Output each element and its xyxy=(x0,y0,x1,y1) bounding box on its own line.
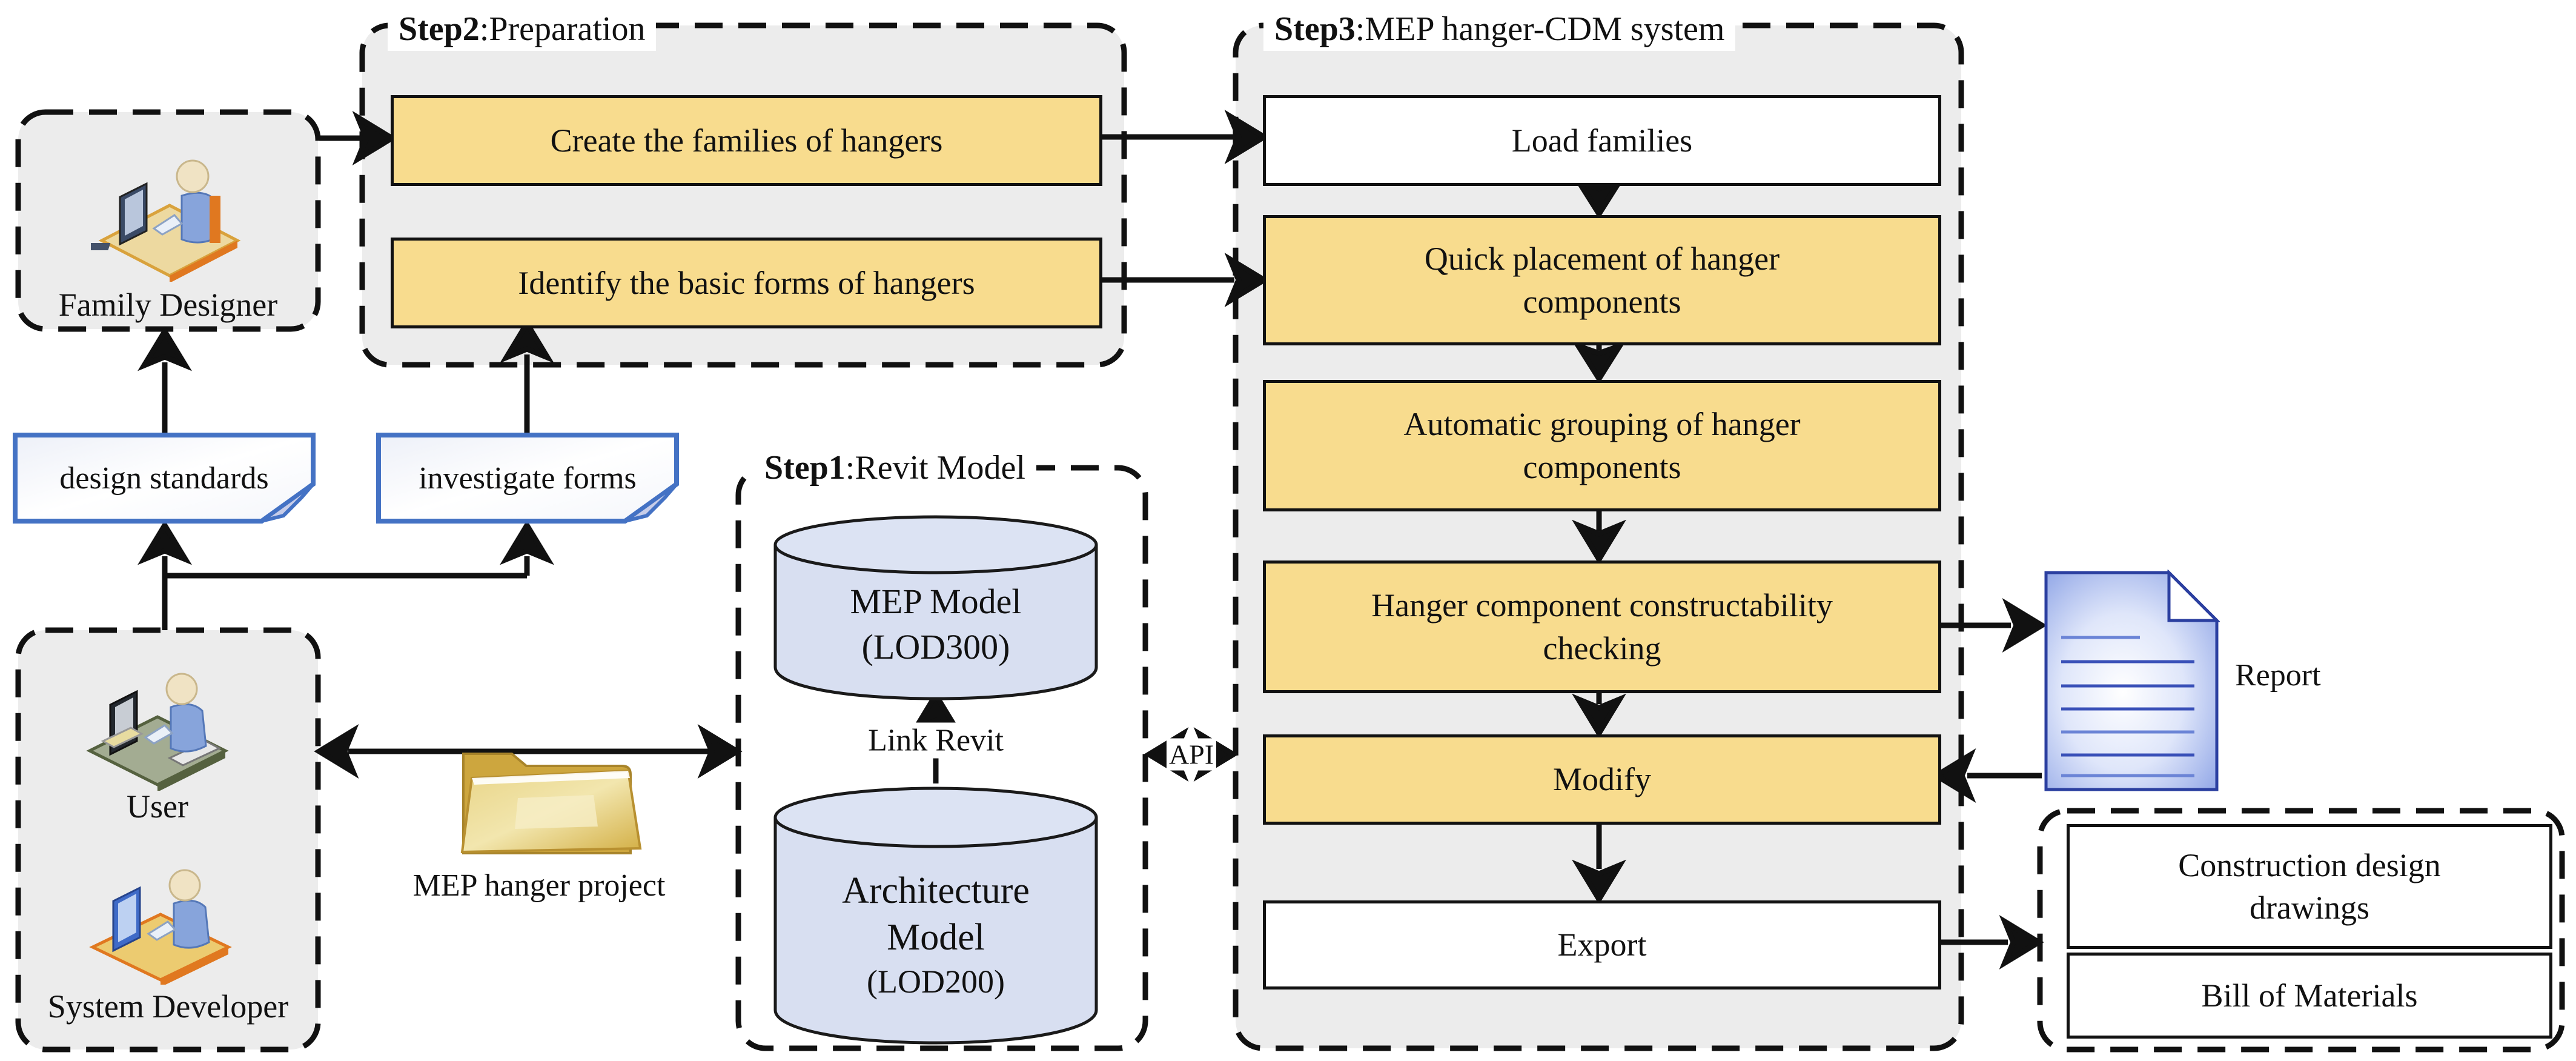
flowbox-create-families: Create the families of hangers xyxy=(391,95,1102,186)
flowbox-constructability-checking: Hanger component constructability checki… xyxy=(1263,560,1941,693)
report-doc-icon xyxy=(2043,568,2221,793)
flowbox-modify-label: Modify xyxy=(1553,761,1651,798)
arrow-create-to-load xyxy=(1098,110,1270,164)
mep-model-cylinder: MEP Model (LOD300) xyxy=(772,512,1099,701)
flowbox-construction-drawings: Construction design drawings xyxy=(2067,824,2552,949)
architecture-model-label-line1: Architecture xyxy=(842,870,1030,911)
system-developer-label: System Developer xyxy=(47,988,289,1025)
flowbox-quick-placement: Quick placement of hanger components xyxy=(1263,215,1941,345)
investigate-forms-doc: investigate forms xyxy=(376,432,680,524)
flowbox-export-label: Export xyxy=(1557,926,1647,963)
flowbox-automatic-grouping: Automatic grouping of hanger components xyxy=(1263,380,1941,511)
arrow-modify-to-export xyxy=(1572,820,1626,905)
step2-title: Step2:Preparation xyxy=(388,7,657,51)
step1-title-rest: :Revit Model xyxy=(845,449,1025,487)
arrow-junction-to-investigate-forms xyxy=(500,520,554,576)
step1-title: Step1:Revit Model xyxy=(753,446,1036,490)
document-flag-icon xyxy=(13,433,316,524)
arrow-user-step1-bidirectional xyxy=(314,724,743,779)
flowbox-identify-forms: Identify the basic forms of hangers xyxy=(391,238,1102,328)
step2-title-bold: Step2 xyxy=(399,10,480,48)
arrow-report-to-modify xyxy=(1931,748,2042,803)
arrow-family-designer-to-create xyxy=(319,111,397,165)
step3-title: Step3:MEP hanger-CDM system xyxy=(1263,7,1736,51)
user-icon xyxy=(79,639,236,792)
step1-title-bold: Step1 xyxy=(764,449,846,487)
step3-title-bold: Step3 xyxy=(1274,10,1356,48)
flowbox-load-families-label: Load families xyxy=(1511,122,1693,159)
step2-title-rest: :Preparation xyxy=(479,10,646,48)
report-label: Report xyxy=(2235,658,2321,693)
flowbox-modify: Modify xyxy=(1263,734,1941,825)
arrow-identify-to-quick xyxy=(1098,253,1270,307)
design-standards-doc: design standards xyxy=(12,432,316,524)
family-designer-label: Family Designer xyxy=(58,287,278,323)
flowbox-bill-of-materials: Bill of Materials xyxy=(2067,953,2552,1039)
design-standards-label: design standards xyxy=(59,461,269,496)
architecture-model-label-line3: (LOD200) xyxy=(867,963,1005,1000)
document-flag-icon xyxy=(376,433,679,524)
folder-icon xyxy=(445,722,645,865)
architecture-model-label-line2: Model xyxy=(887,917,985,959)
flowbox-constructability-checking-label: Hanger component constructability checki… xyxy=(1371,587,1833,667)
arrow-user-to-design-standards xyxy=(137,520,527,630)
arrow-export-to-outputs xyxy=(1936,915,2044,970)
step3-title-rest: :MEP hanger-CDM system xyxy=(1355,10,1725,48)
user-label: User xyxy=(127,788,188,825)
folder-label: MEP hanger project xyxy=(412,868,666,903)
flowbox-create-families-label: Create the families of hangers xyxy=(550,122,943,159)
mep-model-label-line2: (LOD300) xyxy=(861,627,1010,667)
flowbox-identify-forms-label: Identify the basic forms of hangers xyxy=(518,264,975,301)
flowbox-construction-drawings-label: Construction design drawings xyxy=(2178,846,2441,926)
api-label: API xyxy=(1166,738,1217,771)
investigate-forms-label: investigate forms xyxy=(419,461,637,496)
flowbox-load-families: Load families xyxy=(1263,95,1941,186)
flowbox-bill-of-materials-label: Bill of Materials xyxy=(2201,977,2418,1014)
arrow-investigate-forms-to-identify xyxy=(500,318,554,439)
flowbox-export: Export xyxy=(1263,900,1941,989)
architecture-model-cylinder: Architecture Model (LOD200) xyxy=(772,783,1099,1045)
flowbox-quick-placement-label: Quick placement of hanger components xyxy=(1424,241,1780,320)
arrow-design-standards-to-family-designer xyxy=(137,326,192,439)
user-container-outline xyxy=(15,627,321,1053)
mep-model-label-line1: MEP Model xyxy=(850,581,1022,621)
link-revit-label: Link Revit xyxy=(862,722,1010,759)
flowbox-automatic-grouping-label: Automatic grouping of hanger components xyxy=(1403,406,1801,485)
arrow-checking-to-report xyxy=(1936,598,2047,653)
system-developer-icon xyxy=(82,839,239,987)
family-designer-icon xyxy=(87,124,248,283)
